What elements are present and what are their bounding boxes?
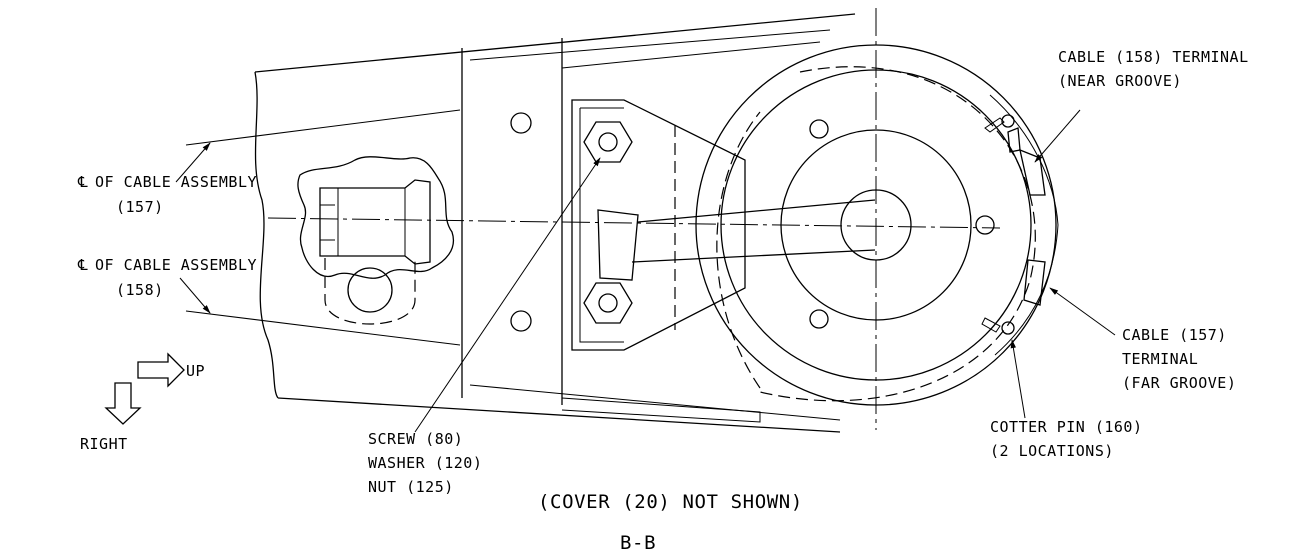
screw-label-line2: WASHER (120) [368, 454, 482, 472]
centerline-symbol-158: ℄ [77, 256, 88, 274]
pulley-drum [695, 44, 1059, 406]
centerlines [267, 8, 1001, 430]
cl-158-label-line2: (158) [116, 281, 164, 299]
cotter-pin-label-line1: COTTER PIN (160) [990, 418, 1143, 436]
cable-157-label-line1: CABLE (157) [1122, 326, 1227, 344]
direction-right-label: RIGHT [80, 435, 128, 453]
direction-up-label: UP [186, 362, 205, 380]
svg-text:℄: ℄ [77, 256, 88, 274]
cable-centerlines [175, 109, 461, 346]
screw-label-line1: SCREW (80) [368, 430, 463, 448]
cable-157-label-line2: TERMINAL [1122, 350, 1198, 368]
cable-158-label-line1: CABLE (158) TERMINAL [1058, 48, 1249, 66]
cl-157-label-line2: (157) [116, 198, 164, 216]
right-arrow [104, 382, 142, 425]
leader-lines [414, 109, 1116, 433]
labels: ℄ ℄ OF CABLE ASSEMBLY (157) OF CABLE ASS… [77, 48, 1249, 554]
cable-157-label-line3: (FAR GROOVE) [1122, 374, 1236, 392]
lever-bracket [571, 99, 876, 351]
up-arrow [137, 352, 185, 388]
svg-text:℄: ℄ [77, 173, 88, 191]
direction-indicator [104, 352, 185, 425]
cutaway-window [297, 156, 455, 325]
centerline-symbol-157: ℄ [77, 173, 88, 191]
cl-157-label-line1: OF CABLE ASSEMBLY [95, 173, 257, 191]
cable-158-label-line2: (NEAR GROOVE) [1058, 72, 1182, 90]
screw-label-line3: NUT (125) [368, 478, 454, 496]
cotter-pin-label-line2: (2 LOCATIONS) [990, 442, 1114, 460]
cl-158-label-line1: OF CABLE ASSEMBLY [95, 256, 257, 274]
bolt-holes [510, 112, 995, 332]
section-label: B-B [620, 532, 656, 554]
cover-note: (COVER (20) NOT SHOWN) [538, 491, 803, 513]
housing-outline [254, 13, 856, 433]
